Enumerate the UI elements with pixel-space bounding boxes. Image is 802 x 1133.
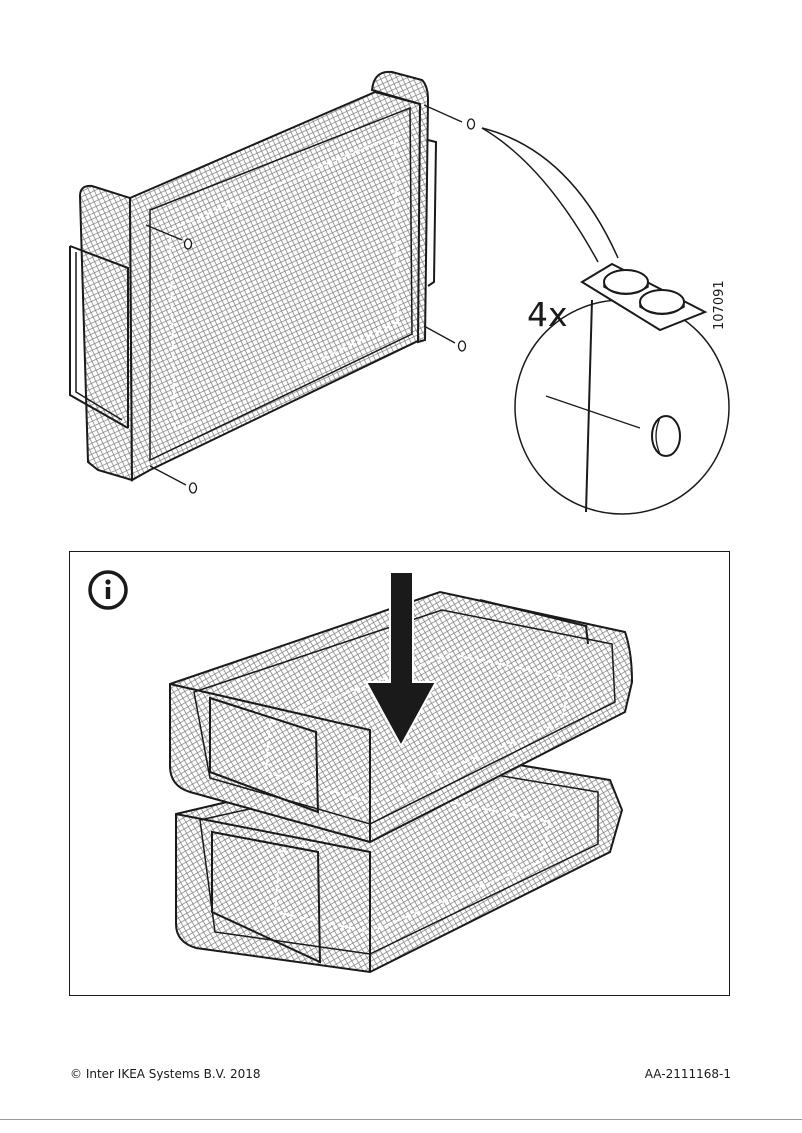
part-number: 107091: [712, 280, 727, 330]
quantity-label: 4x: [527, 295, 568, 334]
arrow-down-icon: [364, 571, 438, 749]
copyright-text: © Inter IKEA Systems B.V. 2018: [70, 1067, 261, 1081]
stacking-illustration: [88, 570, 634, 974]
document-id: AA-2111168-1: [644, 1067, 731, 1081]
felt-pad-icon: [580, 262, 708, 332]
tray-illustration: [69, 70, 730, 515]
info-panel: [69, 551, 730, 996]
info-icon: [88, 570, 128, 610]
page-bottom-rule: [0, 1119, 802, 1120]
